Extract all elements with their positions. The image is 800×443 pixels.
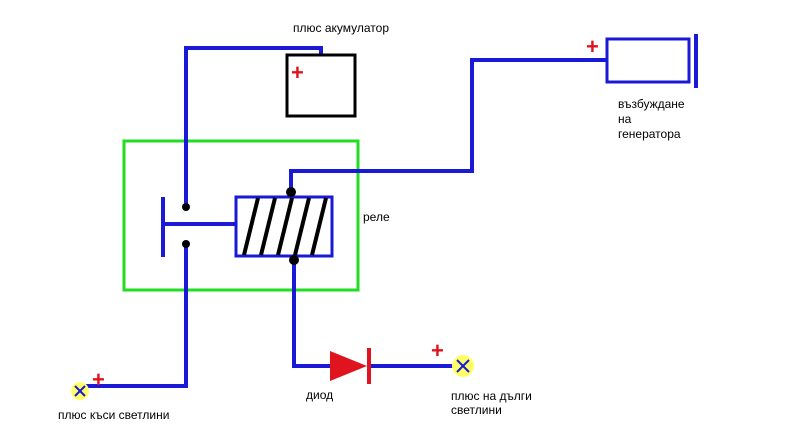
low-beam-lamp-icon	[71, 382, 89, 400]
generator-plus-sign: +	[586, 34, 599, 59]
low-beam-label: плюс къси светлини	[58, 408, 169, 422]
wire-coil-to-generator	[289, 58, 607, 192]
high-beam-label-line1: плюс на дълги	[451, 389, 532, 403]
relay-contact-lower	[182, 240, 190, 248]
excitation-label-line3: генератора	[618, 127, 681, 141]
diode-label: диод	[306, 388, 333, 402]
battery-plus-sign: +	[291, 60, 304, 85]
relay-label: реле	[363, 210, 390, 224]
battery-icon	[285, 53, 357, 118]
high-beam-lamp-icon	[452, 355, 474, 377]
low-beam-plus-sign: +	[92, 367, 105, 392]
relay-enclosure	[122, 139, 360, 292]
coil-terminal-top	[286, 187, 296, 197]
excitation-label-line1: възбуждане	[618, 97, 685, 111]
wire-contact-to-low-beam	[84, 244, 188, 388]
coil-terminal-bottom	[289, 255, 299, 265]
relay-coil-icon	[234, 187, 334, 265]
high-beam-label-line2: светлини	[451, 403, 502, 417]
high-beam-plus-sign: +	[431, 338, 444, 363]
relay-contact-upper	[182, 203, 190, 211]
wires	[84, 46, 607, 388]
generator-icon	[605, 34, 698, 88]
excitation-label-line2: на	[618, 112, 632, 126]
wire-battery-to-contact	[184, 46, 323, 207]
battery-label: плюс акумулатор	[293, 21, 389, 35]
diode-icon	[330, 348, 371, 384]
wire-coil-to-diode	[292, 260, 330, 368]
